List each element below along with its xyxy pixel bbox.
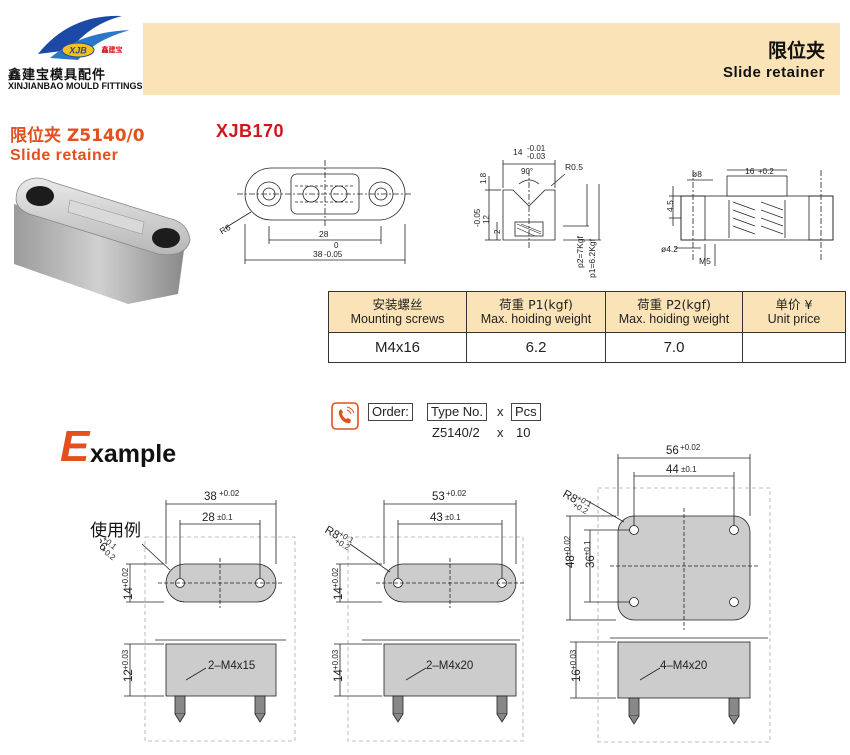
section-view: 14 -0.01 -0.03 90° R0.5 1.8 12 -0.05 2 p… [473,144,601,278]
product-title-en: Slide retainer [10,147,119,164]
cell-p2: 7.0 [605,332,743,363]
technical-drawing: 28 38 0 -0.05 R6 14 -0.01 -0.03 90° R0.5… [218,144,834,278]
ex1-screw: 2–M4x15 [208,660,255,672]
sec-h2-tol: -0.05 [473,208,482,227]
example-cap-letter: E [60,422,90,471]
header-band [143,23,840,95]
plan-tol-up: 0 [334,241,339,250]
sec-width: 14 [513,147,523,157]
example-3: 56 +0.02 44 ±0.1 R8 +0.1 +0.2 48 +0.02 3… [561,443,771,743]
sec-radius: R0.5 [565,162,583,172]
ex2-d-tol: +0.03 [331,649,340,670]
order-type-value: Z5140/2 [432,425,480,440]
sec-h2: 12 [482,215,491,224]
order-pcs-label: Pcs [511,403,541,421]
ex3-inner-tol: ±0.1 [681,465,697,474]
example-drawings: 38 +0.02 28 ±0.1 R6 +0.1 +0.2 14 +0.02 1… [100,443,771,743]
plan-inner-len: 28 [319,229,329,239]
order-type-label: Type No. [427,403,488,421]
ex3-outer: 56 [666,445,679,457]
order-times-2: x [497,425,504,440]
order-label: Order: [368,403,413,421]
order-times: x [497,404,504,419]
sec-w-tol-dn: -0.03 [527,152,546,161]
ex2-screw: 2–M4x20 [426,660,473,672]
ex2-depth: 14 [333,669,345,682]
plan-outer-len: 38 [313,249,323,259]
ex1-depth: 12 [123,669,135,682]
sec-h1: 1.8 [479,172,488,184]
ex3-height2: 36 [585,555,597,568]
example-2: 53 +0.02 43 ±0.1 R8 +0.1 +0.2 14 +0.02 1… [323,489,524,742]
product-title-cn: 限位夹 Z5140/0 [10,126,145,146]
order-qty: 10 [516,425,531,440]
ex2-h-tol: +0.02 [331,567,340,588]
product-photo [14,177,191,304]
ex1-outer-tol: +0.02 [219,489,240,498]
company-name-en: XINJIANBAO MOULD FITTINGS [8,81,143,91]
side-d2: ø4.2 [661,244,678,254]
product-code: XJB170 [216,121,285,141]
side-len: 16 [745,166,755,176]
ex2-outer: 53 [432,491,445,503]
sec-h3: 2 [493,229,502,234]
phone-icon [331,402,359,430]
ex1-outer: 38 [204,491,217,503]
plan-view: 28 38 0 -0.05 R6 [218,160,413,264]
logo-text: XJB [68,46,87,56]
sec-angle: 90° [521,167,533,176]
ex1-h-tol: +0.02 [121,567,130,588]
side-len-tol: +0.2 [758,167,774,176]
ex1-height: 14 [123,587,135,600]
ex3-d-tol: +0.03 [569,649,578,670]
ex1-d-tol: +0.03 [121,649,130,670]
ex3-inner: 44 [666,464,679,476]
ex3-depth: 16 [571,669,583,682]
plan-tol-dn: -0.05 [324,250,343,259]
plan-radius: R6 [218,222,233,236]
cell-screws: M4x16 [328,332,467,363]
example-1: 38 +0.02 28 ±0.1 R6 +0.1 +0.2 14 +0.02 1… [100,489,296,742]
usage-title-cn: 使用例 [90,521,141,541]
ex3-h-tol: +0.02 [563,535,572,556]
ex3-height: 48 [565,555,577,568]
ex2-height: 14 [333,587,345,600]
sec-p2: p2=7Kgf [575,235,585,268]
ex3-h2-tol: ±0.1 [583,540,592,556]
cell-price [742,332,846,363]
sec-p1: p1=6.2Kgf [587,238,597,278]
header-title-en: Slide retainer [722,64,825,81]
ex3-screw: 4–M4x20 [660,660,707,672]
side-d1: ø8 [692,169,702,179]
ex2-inner: 43 [430,512,443,524]
company-logo: XJB 鑫建宝 [38,15,130,60]
ex2-outer-tol: +0.02 [446,489,467,498]
th-price: 单价 ¥Unit price [742,291,846,333]
side-view: ø8 16 +0.2 4.5 ø4.2 M5 [661,166,834,266]
sec-w-tol-up: -0.01 [527,144,546,153]
ex3-outer-tol: +0.02 [680,443,701,452]
ex1-inner-tol: ±0.1 [217,513,233,522]
th-p2: 荷重 P2(kgf)Max. hoiding weight [605,291,743,333]
side-thread: M5 [699,256,711,266]
cell-p1: 6.2 [466,332,606,363]
ex1-radius: R6 [100,535,109,554]
company-name-cn: 鑫建宝模具配件 [8,68,107,83]
example-title: xample [90,440,177,468]
header-title-cn: 限位夹 [767,40,825,62]
ex1-inner: 28 [202,512,215,524]
ex2-inner-tol: ±0.1 [445,513,461,522]
side-h: 4.5 [665,200,675,212]
th-p1: 荷重 P1(kgf)Max. hoiding weight [466,291,606,333]
logo-cn: 鑫建宝 [101,45,123,54]
